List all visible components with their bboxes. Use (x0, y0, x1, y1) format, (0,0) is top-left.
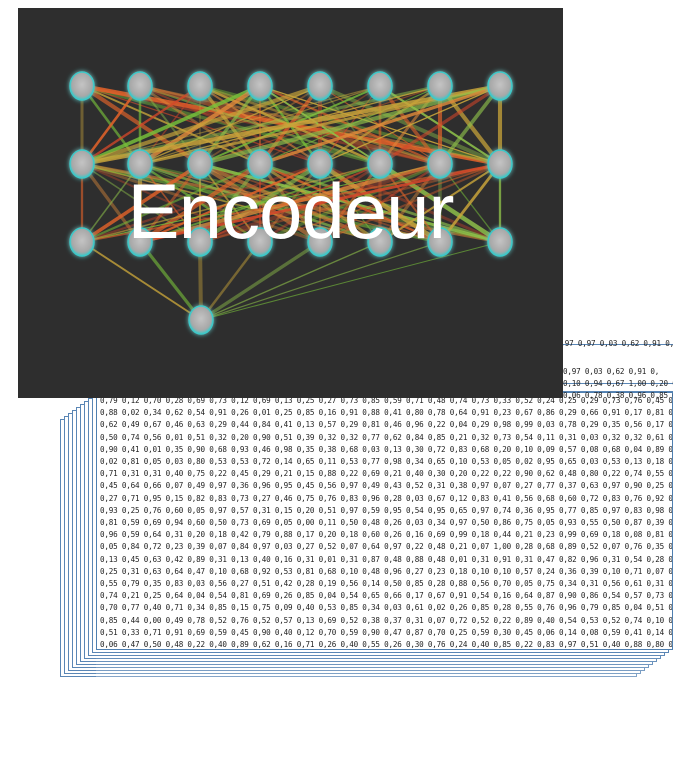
network-node (69, 71, 95, 101)
network-node (127, 149, 153, 179)
encoder-title: Encodeur (127, 167, 455, 255)
reflection-fade (96, 652, 673, 770)
number-grid: 0,79 0,12 0,70 0,28 0,69 0,73 0,12 0,69 … (100, 396, 673, 650)
network-node (127, 227, 153, 257)
network-node (487, 227, 513, 257)
connection-edge (318, 163, 382, 243)
connection-edge (81, 83, 501, 167)
connection-edge (200, 240, 321, 322)
network-node (367, 227, 393, 257)
network-node (427, 227, 453, 257)
connection-edge (200, 241, 381, 321)
connection-edge (200, 241, 501, 321)
network-nodes (69, 71, 513, 335)
sheet-reflection: 0,79 0,12 0,70 0,28 0,69 0,73 0,12 0,69 … (96, 652, 673, 770)
connection-edge (81, 241, 202, 321)
right-column-numbers: 0,97 0,03 0,62 0,91 0, 0,10 0,94 0,67 1,… (563, 367, 673, 401)
stacked-sheet-top (557, 344, 673, 384)
connection-edge (81, 84, 201, 166)
network-node (127, 71, 153, 101)
connection-edge (81, 163, 501, 243)
network-node (307, 71, 333, 101)
connection-edge (199, 162, 501, 244)
connection-edge (319, 85, 501, 165)
top-right-number-row: 0,97 0,97 0,03 0,62 0,91 0,95 (556, 339, 673, 348)
network-node (427, 71, 453, 101)
connection-edge (81, 85, 381, 165)
network-node (427, 149, 453, 179)
connection-edge (259, 163, 501, 243)
connection-edge (438, 84, 502, 166)
connection-edge (81, 162, 261, 244)
connection-edge (438, 163, 502, 243)
network-node (187, 227, 213, 257)
connection-edge (199, 83, 501, 167)
connection-edge (259, 84, 501, 166)
network-node (69, 149, 95, 179)
connection-edge (138, 162, 262, 244)
front-number-sheet: 0,79 0,12 0,70 0,28 0,69 0,73 0,12 0,69 … (96, 392, 673, 650)
connection-edge (259, 162, 441, 244)
connection-edge (81, 163, 381, 243)
connection-edge (81, 163, 141, 243)
connection-edge (200, 241, 261, 321)
connection-edge (379, 163, 501, 243)
network-node (307, 149, 333, 179)
network-node (247, 227, 273, 257)
connection-edge (319, 163, 501, 243)
network-node (187, 149, 213, 179)
network-connections (80, 83, 503, 322)
encoder-network-panel: Encodeur (18, 8, 563, 398)
connection-edge (81, 162, 321, 244)
connection-edge (379, 84, 501, 166)
network-node (69, 227, 95, 257)
connection-edge (138, 241, 203, 321)
connection-edge (81, 162, 201, 244)
network-node (367, 149, 393, 179)
network-node (188, 305, 214, 335)
connection-edge (81, 84, 321, 166)
network-node (187, 71, 213, 101)
network-node (367, 71, 393, 101)
connection-edge (81, 84, 261, 166)
neural-network-diagram (69, 71, 513, 335)
network-node (487, 71, 513, 101)
network-node (247, 71, 273, 101)
network-node (247, 149, 273, 179)
connection-edge (200, 241, 441, 321)
network-node (487, 149, 513, 179)
network-node (307, 227, 333, 257)
connection-edge (80, 85, 142, 165)
